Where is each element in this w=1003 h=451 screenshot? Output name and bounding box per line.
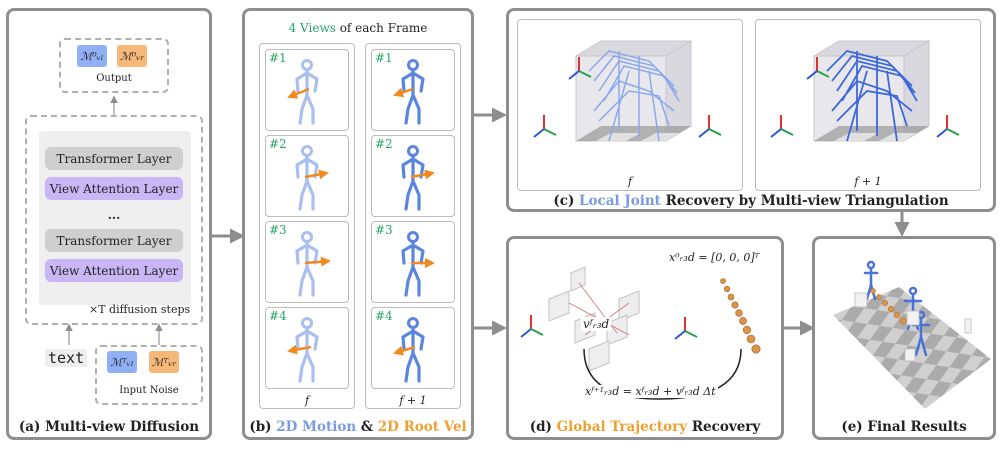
camera-axes-f1-2 <box>770 114 794 138</box>
output-label: Output <box>96 73 132 84</box>
camera-axes-f1-3 <box>936 114 960 138</box>
views-count: 4 Views <box>288 21 336 35</box>
panel-c-caption-rest: Recovery by Multi-view Triangulation <box>660 193 949 209</box>
diffusion-steps-label: ×T diffusion steps <box>89 303 191 316</box>
final-camera-planes <box>854 292 972 362</box>
frame-f-label: f <box>304 394 310 407</box>
panel-b-caption-motion: 2D Motion <box>276 419 357 435</box>
panel-multiview-diffusion: ℳ⁰ᵥₗ ℳ⁰ᵥᵣ Output Transformer Layer View … <box>6 8 212 440</box>
panel-c-caption-prefix: (c) <box>553 193 580 209</box>
stick-figures <box>287 58 435 383</box>
input-noise-label: Input Noise <box>119 385 179 396</box>
panel-c-caption: (c) Local Joint Recovery by Multi-view T… <box>509 193 993 209</box>
root-vel-f1-4 <box>393 345 416 356</box>
view-number-f1-4: #4 <box>375 309 393 323</box>
input-noise-group <box>95 345 203 405</box>
initial-position-equation: x⁰ᵣ₃d = [0, 0, 0]ᵀ <box>669 251 760 264</box>
triangulation-frame-f: f <box>627 175 633 188</box>
diffusion-loop-group <box>25 115 203 325</box>
trajectory-scene <box>520 266 761 400</box>
panel-d-caption-global-trajectory: Global Trajectory <box>556 419 688 435</box>
root-vel-f-2 <box>304 169 329 180</box>
camera-axes-f-2 <box>533 114 557 138</box>
triangulation-frame-f1: f + 1 <box>854 175 882 188</box>
view-number-f-2: #2 <box>269 137 287 151</box>
view-number-f-4: #4 <box>269 309 287 323</box>
camera-axes-f-3 <box>698 114 722 138</box>
final-trajectory <box>870 288 907 325</box>
frame-f1-label: f + 1 <box>399 394 427 407</box>
panel-a-caption: (a) Multi-view Diffusion <box>18 419 200 435</box>
triangulation-scenes <box>533 40 960 142</box>
transformer-layer-2: Transformer Layer <box>45 229 183 252</box>
view-number-f1-3: #3 <box>375 223 393 237</box>
root-vel-f-4 <box>287 344 312 355</box>
skeleton-lines-f <box>588 50 680 142</box>
transformer-layer-1: Transformer Layer <box>45 147 183 170</box>
output-group <box>59 38 169 93</box>
panel-d-caption: (d) Global Trajectory Recovery <box>509 419 781 435</box>
view-attention-layer-2: View Attention Layer <box>45 259 183 282</box>
panel-d-caption-prefix: (d) <box>529 419 557 435</box>
camera-axes-d-1 <box>520 314 544 338</box>
root-vel-f1-2 <box>410 169 435 180</box>
output-root-velocity-chip: ℳ⁰ᵥᵣ <box>117 45 147 67</box>
views-title-rest: of each Frame <box>335 21 428 35</box>
panel-c-caption-local-joint: Local Joint <box>579 193 661 209</box>
panel-b-caption: (b) 2D Motion & 2D Root Vel <box>245 419 471 435</box>
trajectory-points <box>720 278 761 354</box>
camera-axes-d-2 <box>674 316 698 340</box>
output-local-motion-chip: ℳ⁰ᵥₗ <box>77 45 107 67</box>
noise-root-velocity-chip: ℳᵀᵥᵣ <box>149 351 179 373</box>
checkerboard-floor <box>833 287 991 409</box>
view-number-f-3: #3 <box>269 223 287 237</box>
panel-d-caption-rest: Recovery <box>687 419 761 435</box>
view-attention-layer-1: View Attention Layer <box>45 177 183 200</box>
final-results-scene <box>833 260 991 409</box>
view-cell-f1-4 <box>371 307 455 389</box>
panel-2d-motion: 4 Views of each Frame #1 #2 #3 #4 #1 #2 … <box>242 8 474 440</box>
panel-b-caption-rootvel: 2D Root Vel <box>377 419 467 435</box>
view-cell-f-3 <box>265 221 349 303</box>
final-skeletons <box>863 260 931 357</box>
panel-final-results: (e) Final Results <box>812 236 996 440</box>
root-vel-f-1 <box>287 87 310 99</box>
panel-b-caption-mid: & <box>356 419 378 435</box>
velocity-label: vᶠᵣ₃d <box>581 317 612 331</box>
panel-local-joint-recovery: f f + 1 (c) Local Joint Recovery by Mult… <box>506 8 996 212</box>
root-vel-f-3 <box>304 256 331 267</box>
root-vel-f1-1 <box>393 87 414 98</box>
noise-local-motion-chip: ℳᵀᵥₗ <box>107 351 137 373</box>
update-bracket <box>583 348 742 400</box>
panel-e-caption: (e) Final Results <box>841 419 967 435</box>
view-number-f1-1: #1 <box>375 51 393 65</box>
text-input-label: text <box>45 349 88 367</box>
panel-b-title: 4 Views of each Frame <box>245 21 471 35</box>
trajectory-update-equation: xᶠ⁺¹ᵣ₃d = xᶠᵣ₃d + vᶠᵣ₃d Δt <box>583 385 718 398</box>
skeleton-lines-f1 <box>826 50 918 142</box>
panel-b-caption-prefix: (b) <box>249 419 277 435</box>
view-number-f-1: #1 <box>269 51 287 65</box>
layer-ellipsis: ... <box>107 207 121 222</box>
panel-global-trajectory: x⁰ᵣ₃d = [0, 0, 0]ᵀ vᶠᵣ₃d xᶠ⁺¹ᵣ₃d = xᶠᵣ₃d… <box>506 236 784 440</box>
panel-a-arrows <box>65 95 163 345</box>
view-number-f1-2: #2 <box>375 137 393 151</box>
